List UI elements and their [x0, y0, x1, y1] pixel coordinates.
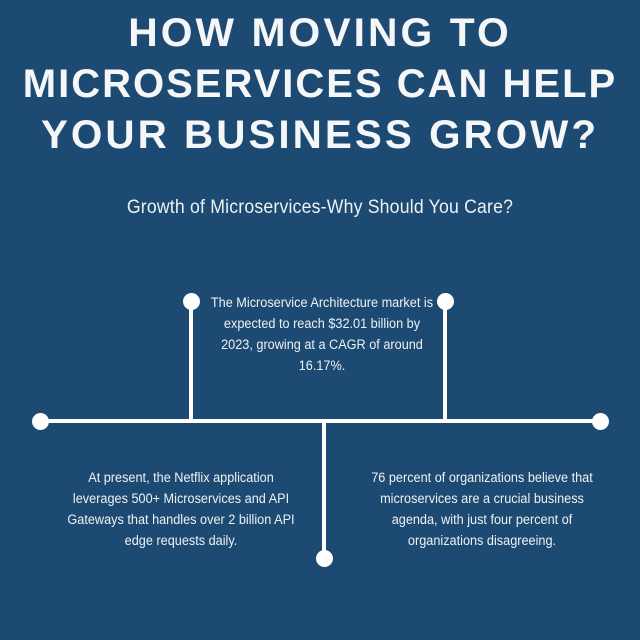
page-subtitle: Growth of Microservices-Why Should You C… [126, 197, 514, 218]
fact-netflix: At present, the Netflix application leve… [67, 470, 295, 548]
timeline-node-lower-center [316, 550, 333, 567]
timeline-node-right-end [592, 413, 609, 430]
fact-organizations: 76 percent of organizations believe that… [371, 470, 593, 548]
fact-market-size: The Microservice Architecture market is … [210, 295, 434, 373]
timeline-stem-upper-right [443, 301, 447, 423]
title-line-3: Your Business Grow? [40, 113, 600, 157]
timeline-stem-upper-left [189, 301, 193, 423]
page-title: How Moving to Microservices Can Help You… [0, 13, 640, 155]
timeline-axis [40, 419, 600, 423]
title-line-1: How Moving to [128, 11, 512, 55]
timeline-node-upper-right [437, 293, 454, 310]
timeline-stem-lower-center [322, 421, 326, 559]
timeline-node-upper-left [183, 293, 200, 310]
timeline-node-left-end [32, 413, 49, 430]
title-line-2: Microservices Can Help [22, 62, 618, 106]
